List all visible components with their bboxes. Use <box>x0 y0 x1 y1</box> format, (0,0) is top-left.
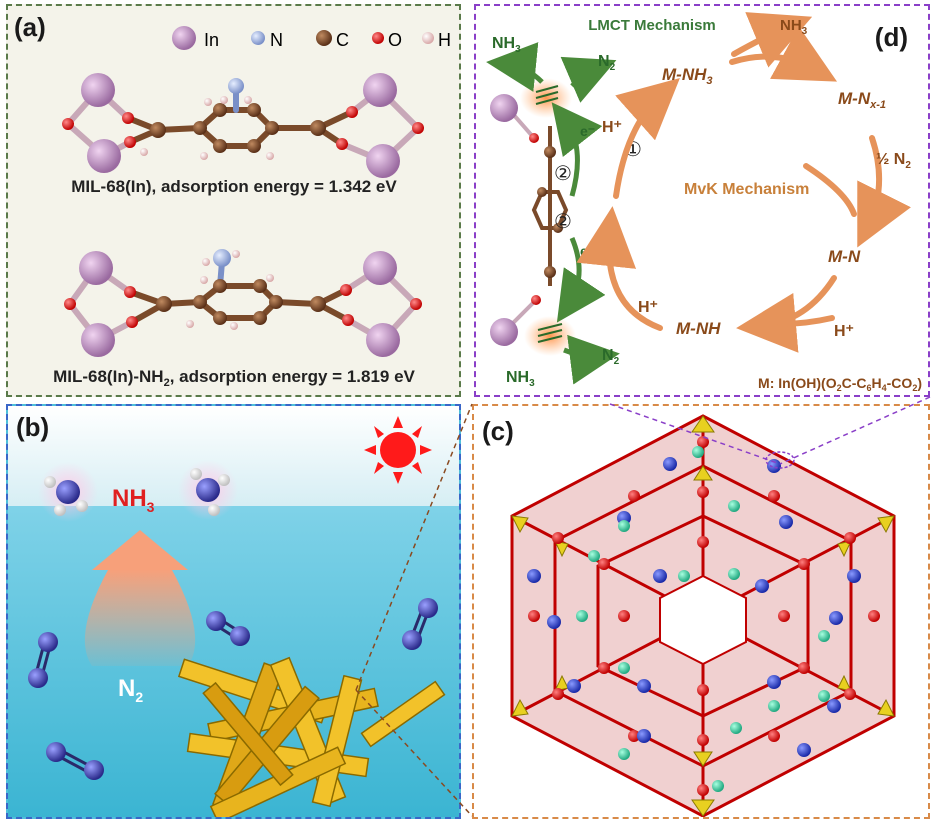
lmct-n2-in-bottom: N2 <box>602 347 620 367</box>
panel-c-label: (c) <box>482 416 514 446</box>
mvk-mechanism-title: MvK Mechanism <box>684 181 809 198</box>
panel-a: (a) In N C O H <box>6 4 461 397</box>
metal-definition: M: In(OH)(O2C-C6H4-CO2) <box>758 375 922 393</box>
nh3-label: NH3 <box>112 485 155 515</box>
panel-d-mechanism: (d) LMCT Mechanism <box>486 12 922 393</box>
hplus-lmct: H⁺ <box>602 119 622 136</box>
hplus-bottom-right: H⁺ <box>834 323 854 340</box>
lmct-nh3-out-bottom: NH3 <box>506 369 535 389</box>
step-2-top: ② <box>554 163 572 185</box>
element-legend: In N C O H <box>172 26 451 50</box>
m-nx-node: M-Nx-1 <box>838 89 886 111</box>
panel-d-label: (d) <box>875 22 908 52</box>
legend-o: O <box>388 30 402 50</box>
n2-molecule-2 <box>28 632 58 688</box>
caption-mil68-nh2: MIL-68(In)-NH2, adsorption energy = 1.81… <box>53 367 415 389</box>
caption-mil68: MIL-68(In), adsorption energy = 1.342 eV <box>71 177 397 196</box>
m-n-node: M-N <box>828 247 861 266</box>
legend-n: N <box>270 30 283 50</box>
nh3-molecule-left <box>38 462 98 522</box>
panel-a-label: (a) <box>14 12 46 42</box>
molecule-mil68-nh2 <box>64 249 422 357</box>
electron-label-top: e⁻ <box>580 123 595 139</box>
hexagonal-framework <box>510 414 896 817</box>
legend-in: In <box>204 30 219 50</box>
blue-atoms <box>527 457 861 757</box>
nh3-molecule-right <box>178 460 238 520</box>
n2-molecule-4 <box>46 742 104 780</box>
legend-h: H <box>438 30 451 50</box>
n2-molecule-1 <box>206 611 250 646</box>
molecule-mil68 <box>62 73 424 178</box>
panel-b: (b) NH3 N2 <box>6 404 461 819</box>
lmct-nh3-out: NH3 <box>492 35 521 55</box>
n2-label: N2 <box>118 675 143 705</box>
m-nh3-node: M-NH3 <box>662 65 713 87</box>
lmct-mechanism-title: LMCT Mechanism <box>588 17 716 34</box>
electron-label-bottom: e⁻ <box>580 243 595 259</box>
half-n2-label: ½ N2 <box>876 151 911 171</box>
panel-a-structures: In N C O H <box>53 26 451 389</box>
m-nh-node: M-NH <box>676 319 721 338</box>
hplus-bottom-left: H⁺ <box>638 299 658 316</box>
mvk-nh3-out: NH3 <box>780 17 808 37</box>
legend-c: C <box>336 30 349 50</box>
panel-c-crystal: (c) <box>482 414 896 817</box>
step-2-bottom: ② <box>554 211 572 233</box>
panel-d: (d) LMCT Mechanism <box>474 4 930 397</box>
upward-arrow <box>92 530 188 570</box>
panel-c: (c) <box>472 404 930 819</box>
sun-icon <box>364 416 432 484</box>
panel-b-label: (b) <box>16 412 49 442</box>
lmct-n2-in-top: N2 <box>598 53 616 73</box>
panel-b-scene: (b) NH3 N2 <box>8 406 459 817</box>
central-pore <box>659 574 747 666</box>
